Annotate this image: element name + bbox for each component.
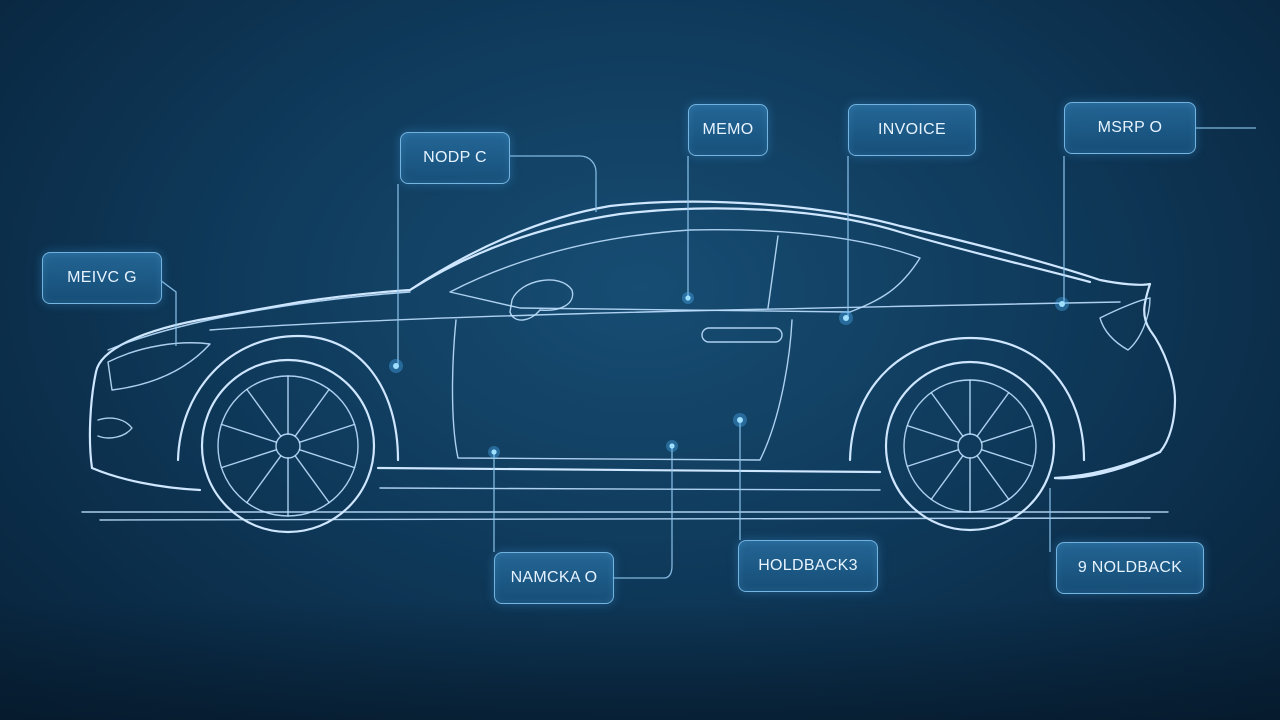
wheel-spoke xyxy=(246,388,282,437)
wheel-spoke xyxy=(298,423,356,443)
rear-lower xyxy=(1053,450,1162,480)
b-pillar xyxy=(767,235,779,309)
front-wheel-arch xyxy=(176,334,400,462)
window xyxy=(449,229,921,313)
label-invoice: INVOICE xyxy=(848,104,976,156)
headlight xyxy=(107,342,211,391)
label-namcka: NAMCKA O xyxy=(494,552,614,604)
label-namcka-text: NAMCKA O xyxy=(510,569,598,586)
car-body xyxy=(88,200,1177,480)
wheel-spoke xyxy=(906,424,960,443)
door-handle xyxy=(701,327,783,343)
taillight xyxy=(1099,297,1151,351)
label-meivc: MEIVC G xyxy=(42,252,162,304)
front-wheel xyxy=(200,358,376,534)
label-nodp: NODP C xyxy=(400,132,510,184)
label-msrp: MSRP O xyxy=(1064,102,1196,154)
label-holdback-right-text: 9 NOLDBACK xyxy=(1077,559,1183,576)
label-holdback-right: 9 NOLDBACK xyxy=(1056,542,1204,594)
label-msrp-text: MSRP O xyxy=(1097,119,1163,136)
floor-shadow xyxy=(0,600,1280,720)
rocker-line-2 xyxy=(379,487,881,491)
hood-line xyxy=(107,291,411,351)
wheel-spoke xyxy=(976,455,1010,501)
wheel-spoke xyxy=(906,449,960,468)
front-bumper xyxy=(90,466,202,492)
rear-wheel xyxy=(884,360,1056,532)
door xyxy=(451,319,793,461)
wheel-spoke xyxy=(220,449,278,469)
leader-namcka-right xyxy=(612,446,673,579)
wheel-spoke xyxy=(930,391,964,437)
mirror xyxy=(509,279,574,321)
shoulder-line xyxy=(209,301,1121,331)
leader-meivc xyxy=(159,279,177,346)
wheel-spoke xyxy=(976,391,1010,437)
rear-wheel-arch xyxy=(848,336,1086,462)
grille xyxy=(97,417,133,439)
label-meivc-text: MEIVC G xyxy=(67,269,137,286)
label-holdback-center-text: HOLDBACK3 xyxy=(758,557,858,574)
wheel-spoke xyxy=(220,423,278,443)
label-nodp-text: NODP C xyxy=(423,149,487,166)
wheel-spoke xyxy=(980,424,1034,443)
wheel-spoke xyxy=(246,455,282,504)
label-holdback-center: HOLDBACK3 xyxy=(738,540,878,592)
ground-line-2 xyxy=(99,517,1151,521)
wheel-spoke xyxy=(930,455,964,501)
wheel-spoke xyxy=(294,455,330,504)
wheel-spoke xyxy=(294,388,330,437)
label-memo-text: MEMO xyxy=(702,121,754,138)
label-invoice-text: INVOICE xyxy=(878,121,946,138)
roof-line xyxy=(408,207,1092,292)
hotspot-dots xyxy=(389,292,1069,458)
label-memo: MEMO xyxy=(688,104,768,156)
leader-nodp-right xyxy=(510,155,597,212)
wheel-spoke xyxy=(298,449,356,469)
rocker-line xyxy=(376,466,882,474)
wheel-spoke xyxy=(980,449,1034,468)
